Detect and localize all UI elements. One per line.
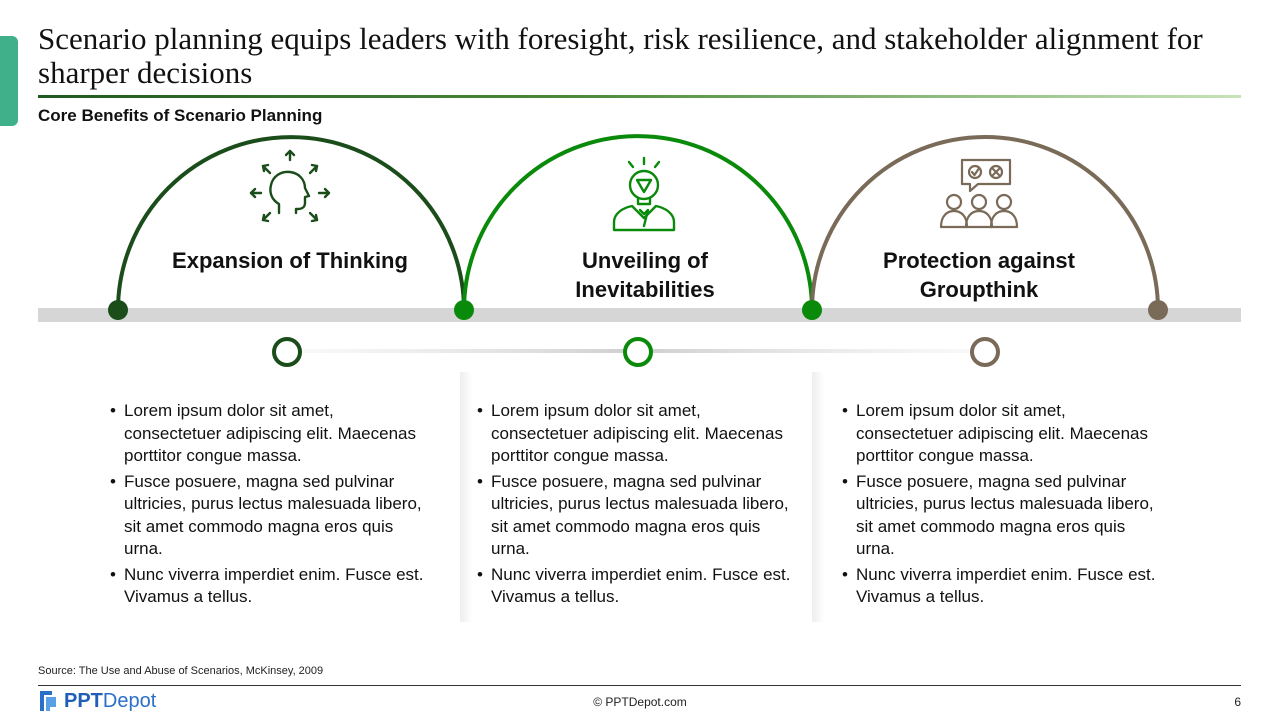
logo-text: Depot — [102, 689, 157, 712]
bullet-item: Lorem ipsum dolor sit amet, consectetuer… — [477, 400, 797, 468]
step-marker-3 — [970, 337, 1000, 367]
bullet-item: Lorem ipsum dolor sit amet, consectetuer… — [110, 400, 430, 468]
bullet-item: Nunc viverra imperdiet enim. Fusce est. … — [477, 564, 797, 609]
arc-endpoint-dot — [1148, 300, 1168, 320]
bullet-item: Fusce posuere, magna sed pulvinar ultric… — [842, 471, 1162, 561]
step-marker-2 — [623, 337, 653, 367]
benefit-heading-protection: Protection against Groupthink — [883, 248, 1075, 302]
column-separator-shadow — [460, 372, 472, 622]
page-number: 6 — [1234, 695, 1241, 709]
benefit-bullets-expansion: Lorem ipsum dolor sit amet, consectetuer… — [110, 400, 430, 612]
bullet-item: Lorem ipsum dolor sit amet, consectetuer… — [842, 400, 1162, 468]
bullet-item: Fusce posuere, magna sed pulvinar ultric… — [477, 471, 797, 561]
title-divider — [38, 95, 1241, 98]
benefit-heading-unveiling: Unveiling of Inevitabilities — [575, 248, 715, 302]
pptdepot-logo-icon — [40, 691, 56, 711]
side-accent-tab — [0, 36, 18, 126]
arc-protection — [810, 135, 1160, 311]
slide-title: Scenario planning equips leaders with fo… — [38, 21, 1203, 90]
benefit-bullets-protection: Lorem ipsum dolor sit amet, consectetuer… — [842, 400, 1162, 612]
column-separator-shadow — [812, 372, 824, 622]
arc-unveiling — [462, 134, 814, 311]
source-note: Source: The Use and Abuse of Scenarios, … — [38, 665, 324, 677]
arc-expansion — [116, 135, 466, 311]
head-arrows-icon — [249, 149, 331, 223]
bullet-item: Nunc viverra imperdiet enim. Fusce est. … — [110, 564, 430, 609]
logo-text-bold: PPT — [64, 689, 103, 712]
group-decision-icon — [939, 158, 1019, 229]
arc-endpoint-dot — [802, 300, 822, 320]
person-lightbulb-icon — [612, 156, 676, 232]
step-marker-1 — [272, 337, 302, 367]
bullet-item: Nunc viverra imperdiet enim. Fusce est. … — [842, 564, 1162, 609]
benefit-bullets-unveiling: Lorem ipsum dolor sit amet, consectetuer… — [477, 400, 797, 612]
copyright-text: © PPTDepot.com — [593, 695, 687, 709]
benefit-heading-expansion: Expansion of Thinking — [172, 248, 408, 273]
timeline-band — [38, 308, 1241, 322]
bullet-item: Fusce posuere, magna sed pulvinar ultric… — [110, 471, 430, 561]
footer-divider — [38, 685, 1241, 686]
arc-endpoint-dot — [454, 300, 474, 320]
slide-subtitle: Core Benefits of Scenario Planning — [38, 106, 323, 125]
arc-endpoint-dot — [108, 300, 128, 320]
